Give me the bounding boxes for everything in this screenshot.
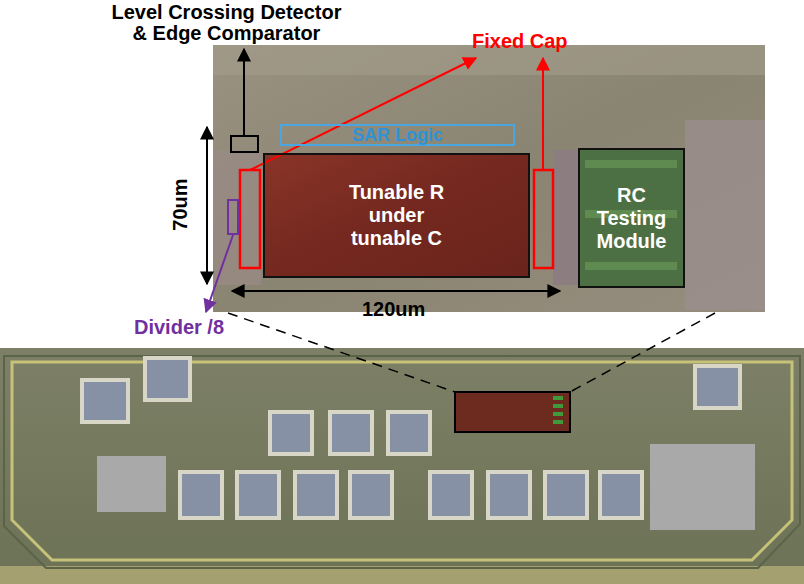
dimension-label: 120um [362, 298, 425, 321]
tunable-rc-area [263, 153, 530, 278]
bond-pad [600, 472, 642, 518]
bond-pad [695, 366, 740, 408]
dimension-arrow [206, 127, 208, 284]
inset-photo [213, 45, 765, 312]
block-label: Divider /8 [134, 316, 224, 339]
divider-box [228, 200, 238, 234]
circuit-block: RC Testing Module [578, 148, 685, 288]
circuit-block: Tunable R under tunable C [263, 153, 530, 278]
zoom-region [455, 392, 570, 432]
block-name: Tunable R under tunable C [342, 181, 452, 250]
bond-pad [145, 358, 190, 400]
rc-test-stripes [553, 396, 563, 424]
detector-box [231, 136, 258, 152]
bond-pad [180, 472, 222, 518]
leader-arrow [542, 58, 544, 170]
bond-pad [295, 472, 337, 518]
stripe [553, 404, 563, 408]
bond-pad [350, 472, 392, 518]
bond-pad [388, 412, 430, 454]
stripe [585, 160, 677, 168]
leader-arrow [206, 235, 233, 312]
redaction-block [97, 456, 166, 512]
die-ground [0, 348, 804, 584]
bond-pad [82, 380, 128, 422]
stripe [553, 412, 563, 416]
bond-pad [270, 412, 312, 454]
bond-pad [488, 472, 530, 518]
bond-pads [82, 358, 740, 518]
zoom-line [228, 313, 455, 392]
block-name: RC Testing Module [582, 184, 681, 253]
fixed-cap-box [534, 170, 553, 268]
block-label: Level Crossing Detector & Edge Comparato… [104, 2, 349, 44]
dimension-label: 70um [169, 175, 192, 235]
stripe [585, 262, 677, 270]
die-outline [4, 356, 800, 568]
bond-pad [237, 472, 279, 518]
logic-block: SAR Logic [280, 124, 515, 146]
stripe [553, 420, 563, 424]
photo-gap [553, 150, 578, 285]
fixed-cap-box [240, 170, 260, 268]
redaction-block [650, 444, 755, 530]
block-name: SAR Logic [352, 125, 443, 146]
leader-arrow [243, 49, 245, 136]
dimension-arrow [232, 290, 560, 292]
block-label: Fixed Cap [472, 30, 568, 53]
zoom-line [570, 313, 715, 392]
rc-test-area [578, 148, 685, 288]
die-seal-ring [12, 362, 792, 560]
bond-pad [330, 412, 372, 454]
photo-area [213, 150, 261, 285]
stripe [553, 396, 563, 400]
photo-area [685, 120, 765, 310]
bond-pad [430, 472, 472, 518]
bond-pad [545, 472, 587, 518]
